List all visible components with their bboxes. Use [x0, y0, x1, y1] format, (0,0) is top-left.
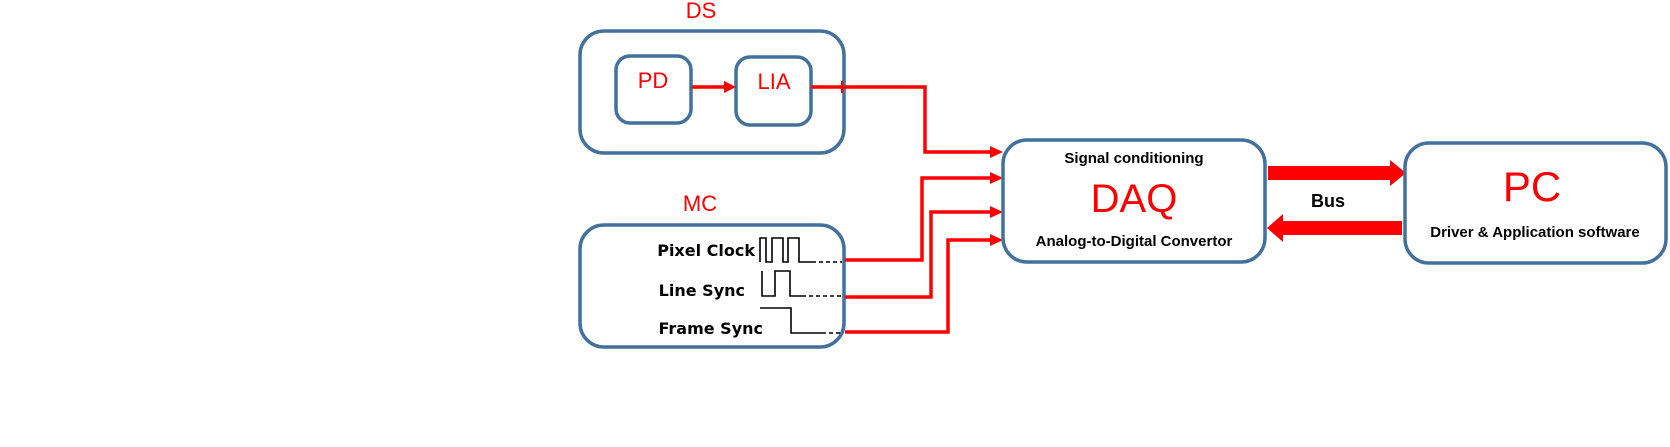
ds-title: DS [686, 0, 717, 23]
pd-box [614, 54, 693, 125]
bus-label: Bus [1311, 191, 1345, 211]
pc-box [1403, 141, 1668, 265]
pd-label: PD [638, 68, 669, 93]
lia-label: LIA [757, 69, 790, 94]
lia-box [734, 55, 813, 127]
pixel-clock-waveform [759, 237, 812, 263]
pixel-clock-to-daq-wire [845, 176, 990, 262]
bus-arrow-to-pc [1268, 160, 1406, 186]
line-sync-to-daq-wire [845, 210, 990, 299]
frame-sync-to-daq-wire [845, 238, 990, 334]
bus-arrow-to-daq [1267, 214, 1402, 242]
mc-title: MC [683, 191, 717, 216]
daq-signal-conditioning-text: Signal conditioning [1064, 150, 1203, 167]
lia-to-daq-arrowhead [990, 146, 1003, 158]
pixel-clock-label: Pixel Clock [657, 241, 755, 260]
frame-sync-label: Frame Sync [658, 319, 763, 338]
line-sync-label: Line Sync [659, 281, 745, 300]
daq-title: DAQ [1091, 177, 1178, 221]
frame-sync-arrowhead [990, 234, 1003, 246]
pc-title: PC [1503, 163, 1561, 210]
line-sync-waveform [761, 270, 802, 297]
lia-to-daq-wire [811, 85, 990, 154]
daq-adc-text: Analog-to-Digital Convertor [1036, 233, 1233, 250]
pd-to-lia-arrowhead [724, 81, 736, 93]
frame-sync-waveform [760, 307, 822, 334]
pixel-clock-arrowhead [990, 172, 1003, 184]
line-sync-arrowhead [990, 206, 1003, 218]
pc-subtitle: Driver & Application software [1430, 224, 1640, 241]
mc-box [578, 223, 846, 349]
daq-box [1001, 138, 1267, 264]
